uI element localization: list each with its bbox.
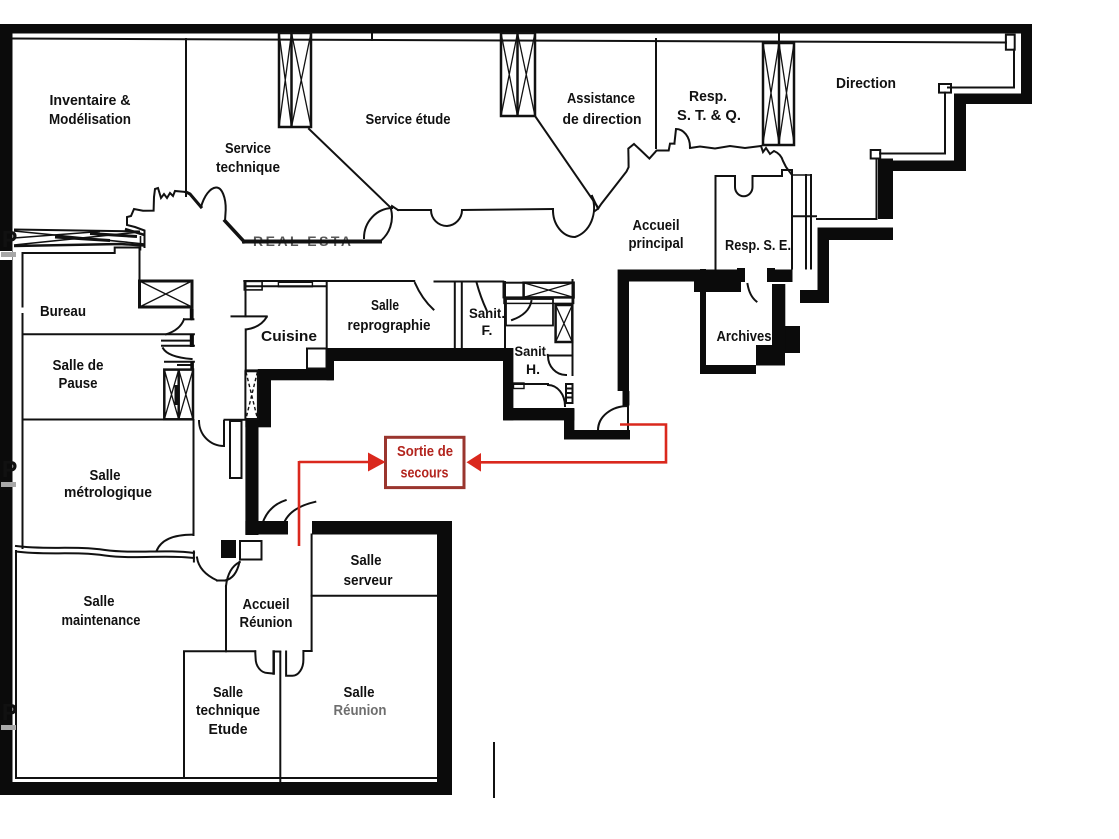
svg-text:Accueil: Accueil [243,596,290,613]
svg-text:reprographie: reprographie [348,317,431,334]
svg-text:Réunion: Réunion [240,614,293,631]
svg-text:maintenance: maintenance [62,612,141,629]
svg-text:Salle: Salle [84,593,115,610]
svg-text:H.: H. [526,361,540,377]
svg-text:Inventaire &: Inventaire & [50,92,131,109]
svg-text:technique: technique [216,159,280,176]
svg-text:Bureau: Bureau [40,303,86,320]
svg-text:Sortie de: Sortie de [397,443,453,460]
svg-text:P: P [2,699,17,725]
svg-text:métrologique: métrologique [64,484,152,501]
svg-text:Salle: Salle [371,297,399,314]
svg-text:Service étude: Service étude [366,111,451,128]
svg-text:de direction: de direction [563,111,642,128]
svg-text:serveur: serveur [344,572,393,589]
svg-text:P: P [2,226,17,252]
svg-text:Sanit.: Sanit. [515,343,550,359]
svg-text:Sanit.: Sanit. [469,305,505,321]
svg-text:Salle: Salle [351,552,382,569]
svg-text:Service: Service [225,140,271,157]
svg-text:principal: principal [629,235,684,252]
svg-text:Cuisine: Cuisine [261,328,317,345]
svg-text:Resp.: Resp. [689,88,727,105]
svg-text:Etude: Etude [209,721,248,738]
svg-text:Salle: Salle [344,684,375,701]
svg-text:Pause: Pause [59,375,98,392]
svg-text:secours: secours [401,465,449,482]
svg-text:Salle de: Salle de [53,357,104,374]
svg-text:Accueil: Accueil [633,217,680,234]
svg-text:P: P [2,456,17,482]
svg-text:Salle: Salle [213,684,243,701]
svg-text:Assistance: Assistance [567,90,635,107]
svg-text:Direction: Direction [836,75,896,92]
svg-text:Archives: Archives [717,328,772,345]
svg-text:S. T. & Q.: S. T. & Q. [677,107,741,124]
svg-text:Réunion: Réunion [334,702,387,719]
svg-text:Salle: Salle [90,467,121,484]
svg-text:Modélisation: Modélisation [49,111,131,128]
svg-text:F.: F. [482,322,493,338]
svg-text:Resp. S. E.: Resp. S. E. [725,237,791,254]
svg-text:technique: technique [196,702,260,719]
